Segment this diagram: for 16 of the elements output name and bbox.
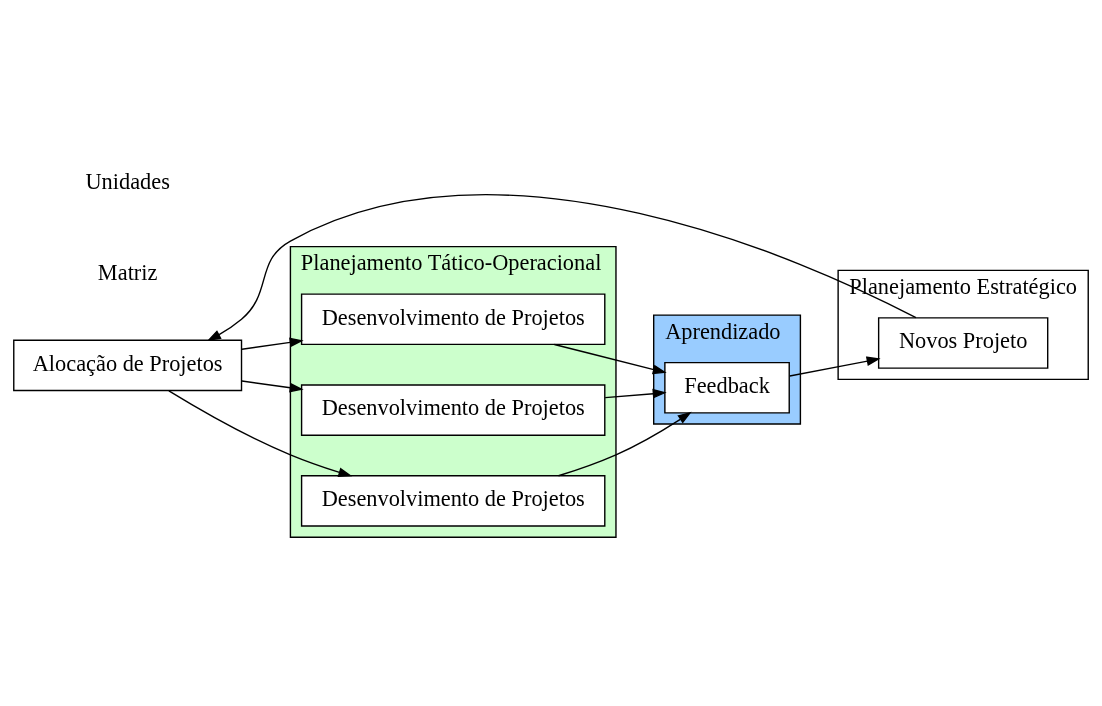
node-box: Desenvolvimento de Projetos <box>300 474 606 527</box>
arrow <box>604 388 667 399</box>
node-box: Novos Projeto <box>877 316 1049 369</box>
node-box: Desenvolvimento de Projetos <box>300 383 606 436</box>
arrow <box>241 379 304 392</box>
arrow <box>168 389 353 477</box>
arrow <box>557 411 692 476</box>
label: Unidades <box>85 168 170 194</box>
label: Matriz <box>97 259 158 285</box>
arrow <box>789 355 881 377</box>
node-box: Feedback <box>664 361 790 414</box>
arrow <box>206 194 917 341</box>
arrow <box>553 343 667 374</box>
node-box: Alocação de Projetos <box>13 339 243 391</box>
node-box: Desenvolvimento de Projetos <box>300 292 606 345</box>
arrow <box>241 337 304 350</box>
